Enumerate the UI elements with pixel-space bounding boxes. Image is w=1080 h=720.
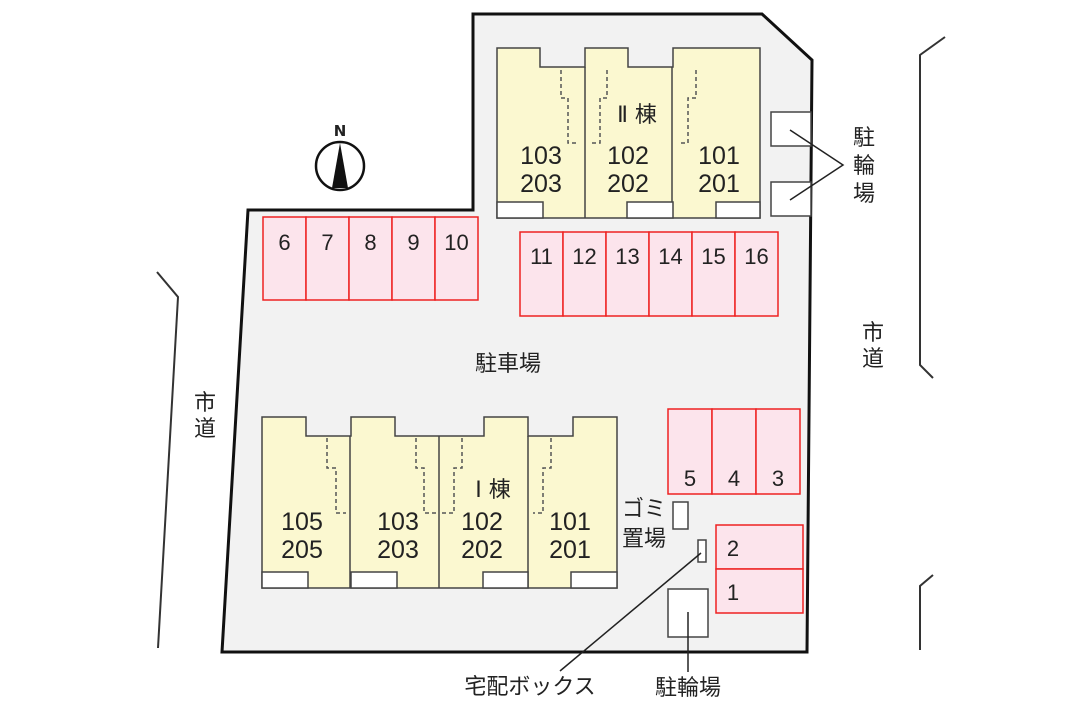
parking-space-5: 5 (667, 408, 713, 495)
svg-text:14: 14 (658, 244, 682, 269)
svg-text:10: 10 (444, 230, 468, 255)
road-right-edge-lower (919, 574, 934, 650)
svg-text:15: 15 (701, 244, 725, 269)
road-left-label: 市道 (194, 391, 216, 442)
road-right-label: 市道 (862, 321, 884, 372)
svg-text:1: 1 (727, 580, 739, 605)
parking-space-9: 9 (391, 216, 436, 301)
parking-row-11-16: 11 12 13 14 15 16 (519, 231, 779, 317)
svg-text:置場: 置場 (622, 527, 666, 552)
building-1-unit-103: 103 (377, 508, 419, 536)
building-1-name: Ⅰ 棟 (475, 478, 510, 503)
svg-text:16: 16 (744, 244, 768, 269)
bike-parking-bottom: 駐輪場 (655, 588, 721, 701)
parking-space-16: 16 (734, 231, 779, 317)
building-1-unit-102: 102 (461, 508, 503, 536)
garbage-area: ゴミ 置場 (622, 497, 689, 552)
building-1-unit-105: 105 (281, 508, 323, 536)
north-arrow-icon: N (314, 122, 366, 192)
building-2-unit-103: 103 (520, 142, 562, 170)
building-2-unit-101: 101 (698, 142, 740, 170)
svg-text:9: 9 (407, 230, 419, 255)
svg-text:3: 3 (772, 466, 784, 491)
building-2-unit-203: 203 (520, 170, 562, 198)
road-right-edge-upper (919, 36, 946, 379)
parking-space-7: 7 (305, 216, 350, 301)
svg-text:駐輪場: 駐輪場 (655, 676, 721, 701)
bike-parking-top: 駐輪場 (770, 111, 875, 217)
building-1-unit-205: 205 (281, 536, 323, 564)
parking-space-4: 4 (711, 408, 757, 495)
svg-text:N: N (334, 122, 347, 140)
parking-space-2: 2 (715, 524, 804, 570)
delivery-box: 宅配ボックス (464, 539, 707, 700)
svg-text:6: 6 (278, 230, 290, 255)
parking-space-11: 11 (519, 231, 564, 317)
parking-row-2-1: 21 (715, 524, 804, 614)
parking-lot-label: 駐車場 (475, 352, 541, 377)
parking-space-8: 8 (348, 216, 393, 301)
parking-space-15: 15 (691, 231, 736, 317)
svg-text:7: 7 (321, 230, 333, 255)
parking-space-3: 3 (755, 408, 801, 495)
svg-text:ゴミ: ゴミ (622, 497, 666, 522)
building-1-unit-203: 203 (377, 536, 419, 564)
svg-text:5: 5 (684, 466, 696, 491)
road-left-edge (156, 271, 180, 649)
parking-row-5-3: 5 4 3 (667, 408, 801, 495)
svg-text:11: 11 (530, 244, 553, 269)
parking-space-12: 12 (562, 231, 607, 317)
parking-space-13: 13 (605, 231, 650, 317)
building-1-unit-201: 201 (549, 536, 591, 564)
parking-row-6-10: 6 7 8 9 10 (262, 216, 479, 301)
parking-space-1: 1 (715, 568, 804, 614)
building-2-unit-202: 202 (607, 170, 649, 198)
svg-text:2: 2 (727, 536, 739, 561)
building-2-name: Ⅱ 棟 (617, 103, 657, 128)
building-1-unit-202: 202 (461, 536, 503, 564)
building-2: Ⅱ 棟 (496, 47, 761, 219)
parking-space-14: 14 (648, 231, 693, 317)
parking-space-6: 6 (262, 216, 307, 301)
svg-text:駐輪場: 駐輪場 (853, 126, 875, 207)
parking-space-10: 10 (434, 216, 479, 301)
building-1-unit-101: 101 (549, 508, 591, 536)
svg-text:13: 13 (615, 244, 639, 269)
svg-text:宅配ボックス: 宅配ボックス (464, 675, 595, 700)
svg-text:8: 8 (364, 230, 376, 255)
building-1: Ⅰ 棟 (261, 416, 618, 589)
building-2-unit-102: 102 (607, 142, 649, 170)
building-2-unit-201: 201 (698, 170, 740, 198)
svg-text:12: 12 (572, 244, 596, 269)
svg-text:4: 4 (728, 466, 740, 491)
